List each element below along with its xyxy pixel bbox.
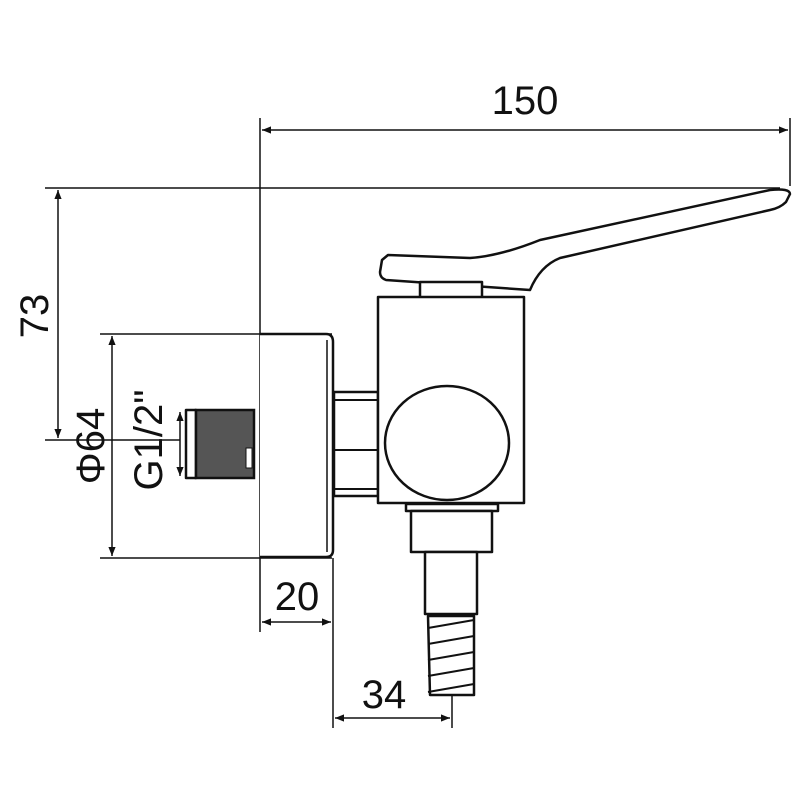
outlet-nut <box>409 509 494 554</box>
dim-thread-label: G1/2" <box>127 390 171 491</box>
thread-connector <box>194 408 256 480</box>
hex-nut <box>332 390 380 498</box>
wall-plate <box>260 332 335 559</box>
dim-phi64-label: Φ64 <box>69 408 113 484</box>
hose-spring <box>426 614 476 697</box>
dim-34-label: 34 <box>362 673 407 717</box>
dim-73-label: 73 <box>13 294 57 339</box>
dim-150-label: 150 <box>492 79 559 123</box>
dimension-lines <box>54 126 788 722</box>
thread-collar <box>184 408 198 480</box>
handle-stem <box>418 280 484 300</box>
ball-joint <box>383 384 511 502</box>
dim-20-label: 20 <box>275 575 320 619</box>
outlet-stem <box>423 550 479 616</box>
lever-handle <box>378 188 792 292</box>
